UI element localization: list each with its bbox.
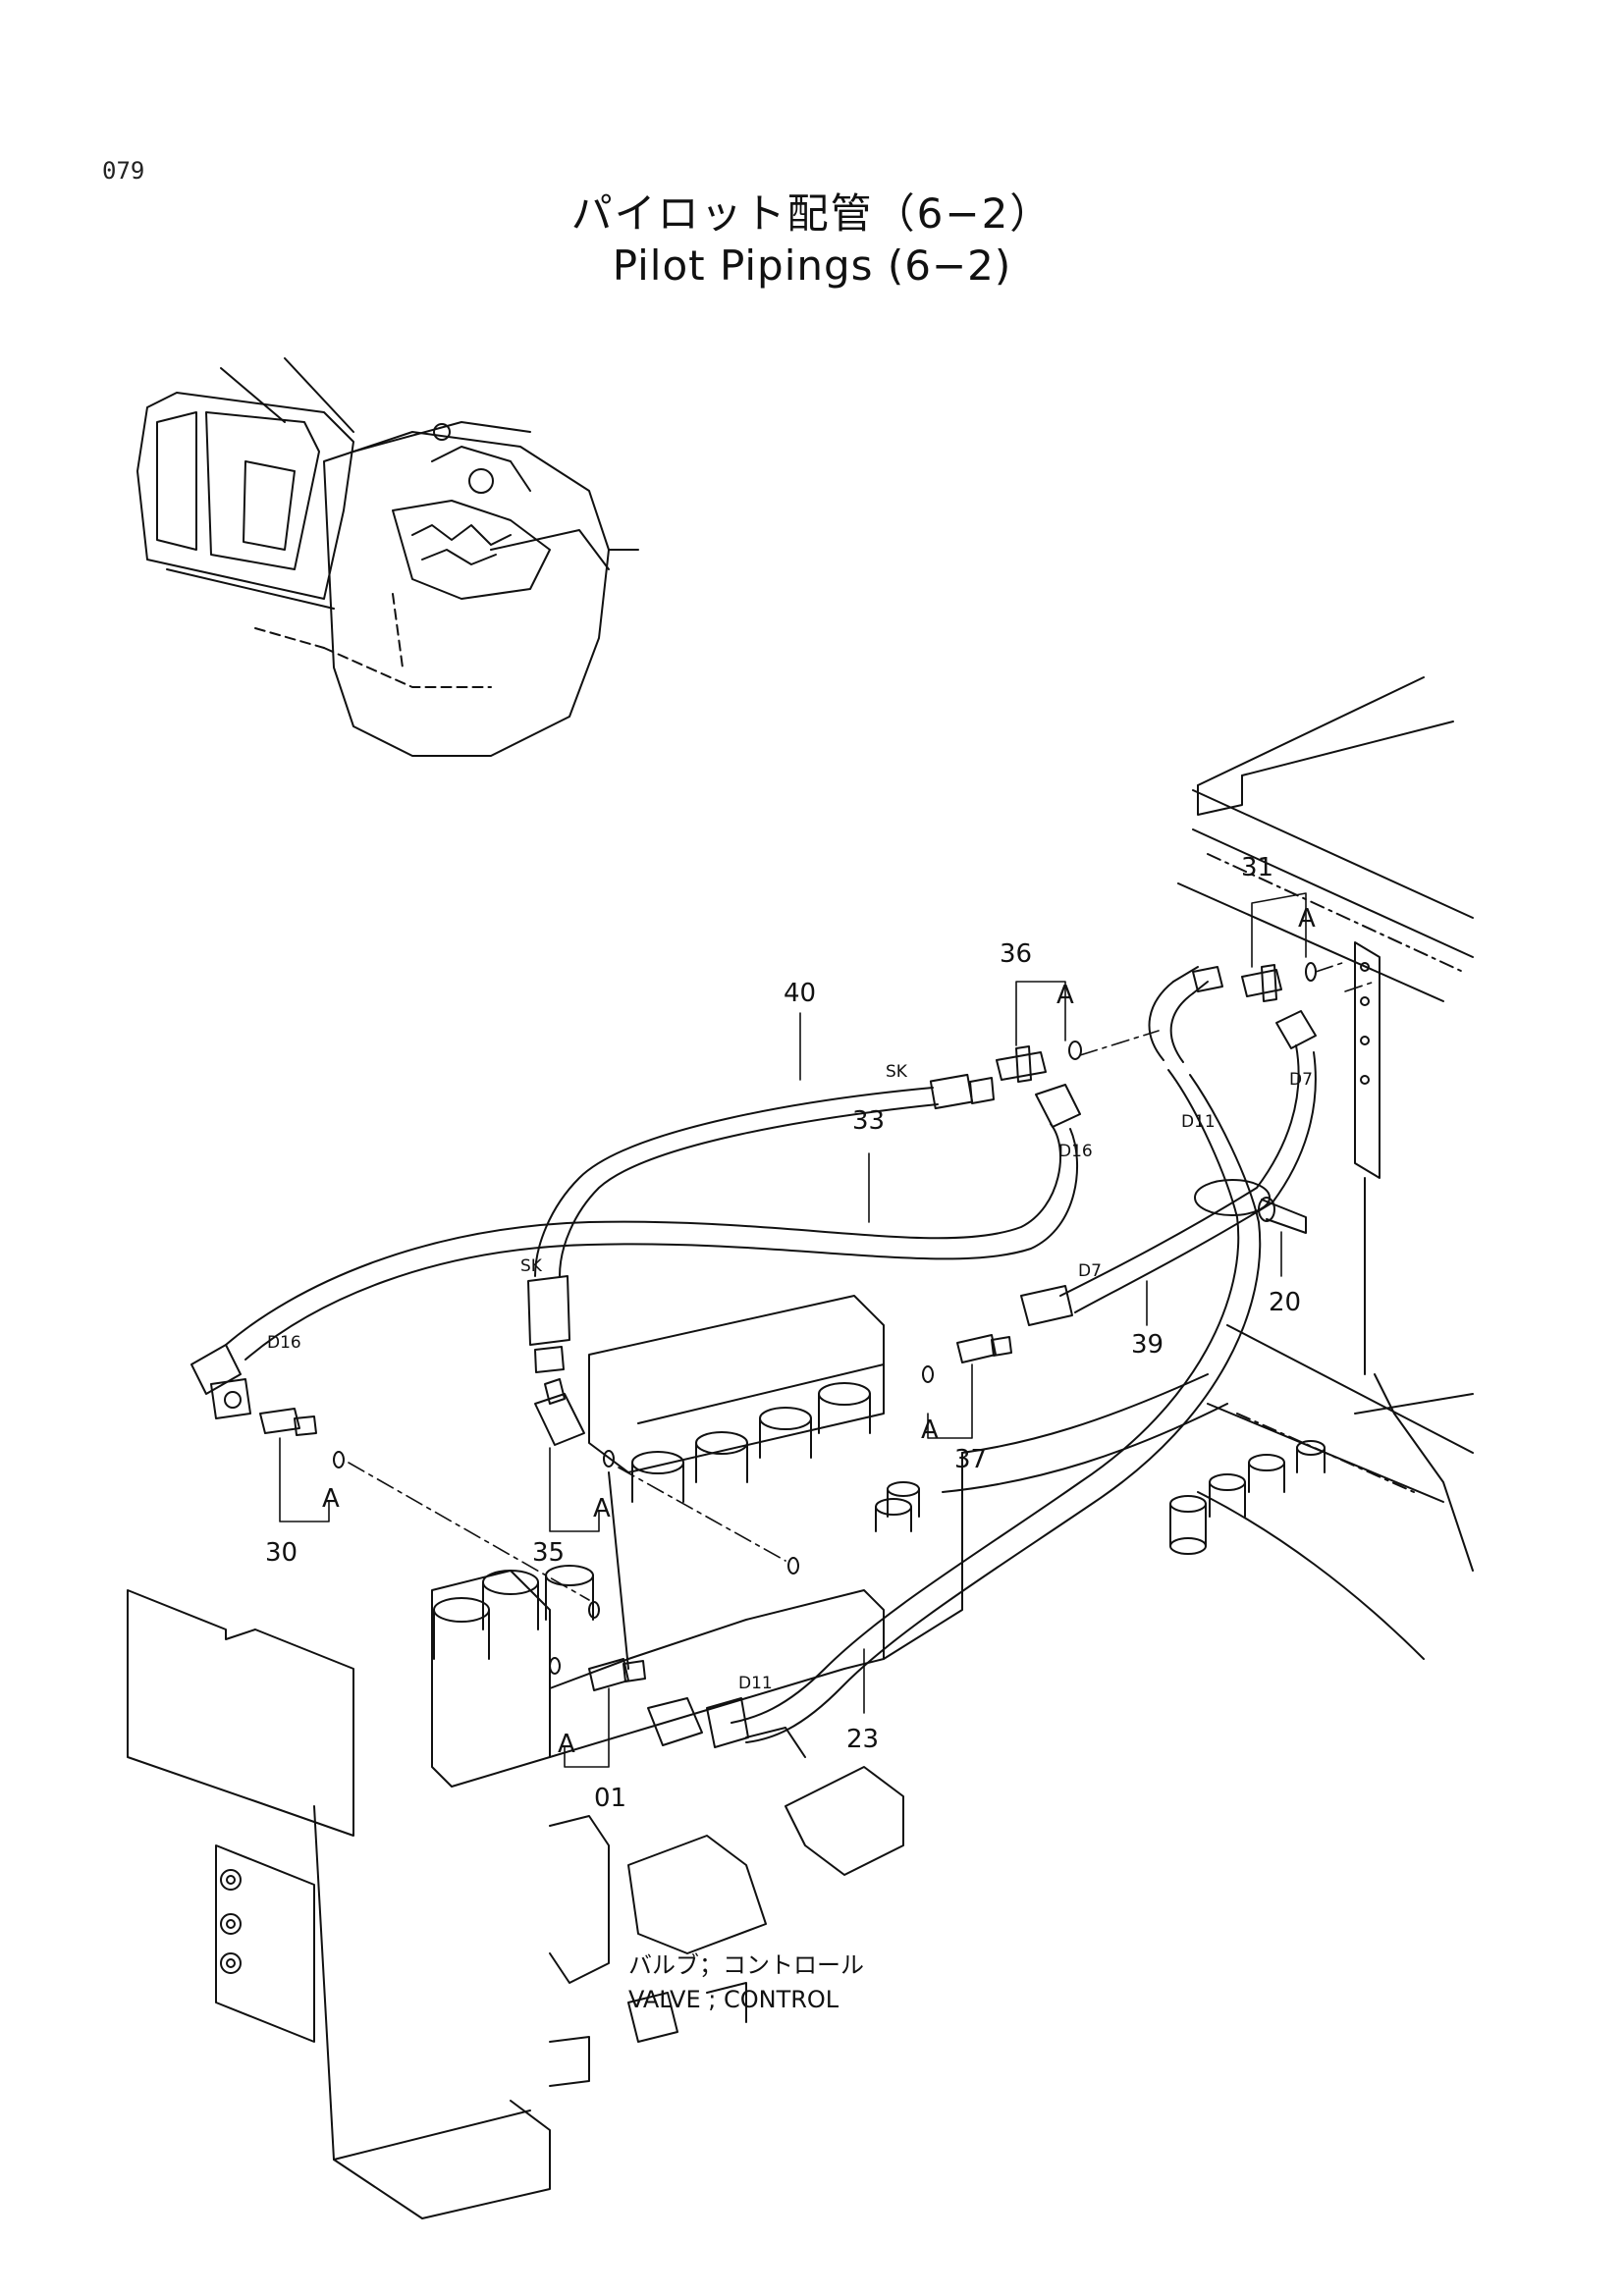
excavator-overview — [136, 357, 639, 757]
tag-d16-left: D16 — [267, 1333, 301, 1353]
callout-01: 01 — [594, 1784, 626, 1813]
tag-d16-upper: D16 — [1058, 1142, 1093, 1161]
hose-clamp-20 — [1194, 1179, 1307, 1234]
callout-35: 35 — [532, 1538, 565, 1568]
ref-a-37: A — [921, 1415, 939, 1445]
callout-39: 39 — [1131, 1330, 1164, 1360]
machine-frame — [942, 676, 1474, 1660]
ref-a-30: A — [322, 1484, 340, 1514]
tag-sk-upper: SK — [886, 1062, 908, 1082]
callouts: 40 33 36 31 20 39 37 35 30 23 01 — [265, 853, 1301, 1813]
control-valve-body — [127, 1295, 963, 2219]
hose-end-tags: SK SK D16 D16 D11 D11 D7 D7 — [267, 1062, 1313, 1693]
callout-30: 30 — [265, 1538, 298, 1568]
page-number: 079 — [102, 157, 145, 185]
port-reference-letters: A A A A A A — [322, 904, 1316, 1759]
tag-d11-upper: D11 — [1181, 1112, 1216, 1132]
leader-lines — [279, 892, 1307, 1768]
valve-label-english: VALVE ; CONTROL — [628, 1986, 839, 2013]
ref-a-01: A — [558, 1730, 575, 1759]
callout-36: 36 — [1000, 939, 1032, 969]
component-label: バルブ；コントロール VALVE ; CONTROL — [628, 1951, 864, 2013]
tag-d11-lower: D11 — [738, 1674, 773, 1693]
valve-label-japanese: バルブ；コントロール — [628, 1951, 864, 1979]
tag-sk-lower: SK — [520, 1256, 543, 1276]
callout-23: 23 — [846, 1725, 879, 1754]
ref-a-31: A — [1298, 904, 1316, 934]
frame-bosses — [887, 1440, 1326, 1555]
callout-31: 31 — [1241, 853, 1273, 882]
tag-d7-lower: D7 — [1078, 1261, 1102, 1281]
callout-37: 37 — [954, 1445, 987, 1474]
ref-a-35: A — [593, 1494, 611, 1523]
callout-20: 20 — [1269, 1288, 1301, 1317]
title-english: Pilot Pipings (6−2) — [612, 241, 1012, 290]
hose-40 — [534, 1087, 939, 1277]
hose-33 — [225, 1123, 1079, 1361]
hose-23 — [731, 966, 1262, 1743]
tag-d7-upper: D7 — [1289, 1070, 1313, 1090]
valve-spool-bosses — [433, 1382, 912, 1660]
fittings — [190, 962, 1317, 1748]
callout-33: 33 — [852, 1106, 885, 1136]
ref-a-36: A — [1056, 981, 1074, 1010]
callout-40: 40 — [784, 979, 816, 1008]
port-center-lines — [348, 961, 1376, 1601]
title-japanese: パイロット配管（6−2） — [570, 189, 1054, 238]
